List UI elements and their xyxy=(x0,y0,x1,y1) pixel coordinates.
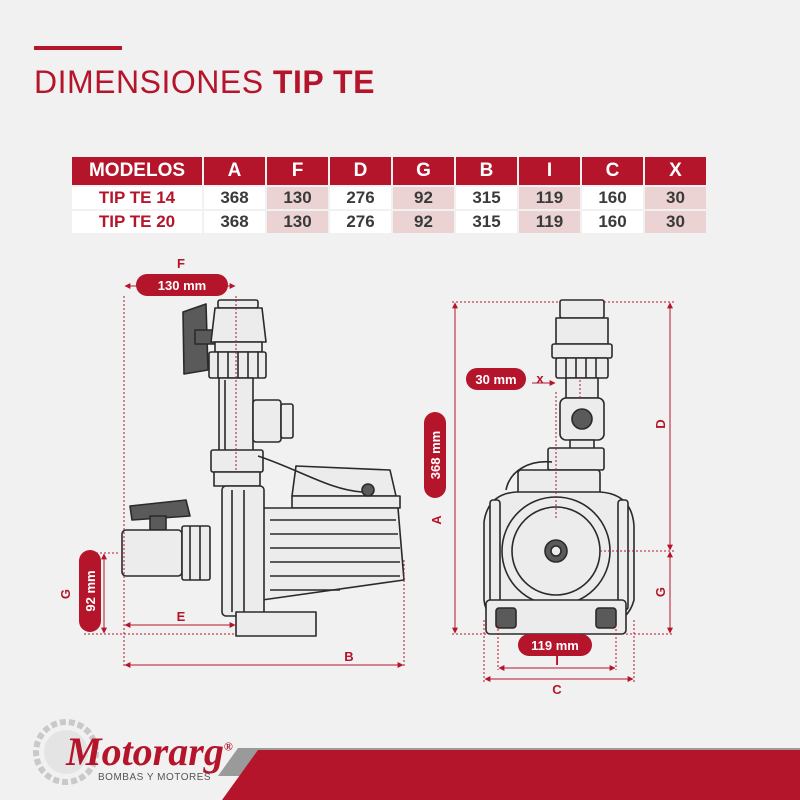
header-g: G xyxy=(393,157,454,185)
cell-b: 315 xyxy=(456,187,517,209)
cell-f: 130 xyxy=(267,187,328,209)
table-header-row: MODELOS A F D G B I C X xyxy=(72,157,706,185)
cell-model: TIP TE 20 xyxy=(72,211,202,233)
brand-logo: Motorarg® xyxy=(66,728,233,775)
pill-g xyxy=(79,550,101,632)
label-x: x xyxy=(536,371,544,386)
cell-x: 30 xyxy=(645,187,706,209)
label-e: E xyxy=(177,609,186,624)
pill-x-text: 30 mm xyxy=(475,372,516,387)
label-c: C xyxy=(552,682,562,697)
label-i: I xyxy=(555,653,559,668)
label-a: A xyxy=(429,515,444,525)
side-view-pump xyxy=(121,299,405,637)
pill-a-text: 368 mm xyxy=(428,431,443,479)
cell-f: 130 xyxy=(267,211,328,233)
pill-x xyxy=(466,368,526,390)
pill-f-text: 130 mm xyxy=(158,278,206,293)
label-d: D xyxy=(653,419,668,428)
label-g-side: G xyxy=(58,589,73,599)
header-modelos: MODELOS xyxy=(72,157,202,185)
footer-stripes xyxy=(218,748,800,800)
label-g-front: G xyxy=(653,587,668,597)
header-d: D xyxy=(330,157,391,185)
cell-b: 315 xyxy=(456,211,517,233)
front-view-dimensions xyxy=(452,301,674,682)
cell-d: 276 xyxy=(330,187,391,209)
label-b: B xyxy=(344,649,353,664)
title-regular: DIMENSIONES xyxy=(34,64,273,100)
cell-a: 368 xyxy=(204,187,265,209)
label-f: F xyxy=(177,256,185,271)
header-i: I xyxy=(519,157,580,185)
pill-i-text: 119 mm xyxy=(531,638,579,653)
cell-c: 160 xyxy=(582,187,643,209)
logo-gear-icon xyxy=(33,719,99,785)
table-row: TIP TE 20 368 130 276 92 315 119 160 30 xyxy=(72,211,706,233)
header-a: A xyxy=(204,157,265,185)
cell-c: 160 xyxy=(582,211,643,233)
cell-x: 30 xyxy=(645,211,706,233)
header-b: B xyxy=(456,157,517,185)
cell-i: 119 xyxy=(519,187,580,209)
cell-a: 368 xyxy=(204,211,265,233)
pill-a xyxy=(424,412,446,498)
table-row: TIP TE 14 368 130 276 92 315 119 160 30 xyxy=(72,187,706,209)
side-view-dimensions xyxy=(84,283,405,668)
cell-d: 276 xyxy=(330,211,391,233)
cell-model: TIP TE 14 xyxy=(72,187,202,209)
header-c: C xyxy=(582,157,643,185)
page-title: DIMENSIONES TIP TE xyxy=(34,64,375,101)
front-view-pump xyxy=(483,299,635,635)
cell-g: 92 xyxy=(393,187,454,209)
pill-f xyxy=(136,274,228,296)
pill-g-text: 92 mm xyxy=(83,570,98,611)
brand-registered: ® xyxy=(223,739,233,754)
brand-name: Motorarg xyxy=(66,729,224,774)
header-f: F xyxy=(267,157,328,185)
pill-i xyxy=(518,634,592,656)
dimensions-table: MODELOS A F D G B I C X TIP TE 14 368 13… xyxy=(70,155,708,235)
brand-tagline: BOMBAS Y MOTORES xyxy=(98,772,212,783)
cell-g: 92 xyxy=(393,211,454,233)
header-x: X xyxy=(645,157,706,185)
cell-i: 119 xyxy=(519,211,580,233)
title-rule xyxy=(34,46,122,50)
title-bold: TIP TE xyxy=(272,64,375,100)
